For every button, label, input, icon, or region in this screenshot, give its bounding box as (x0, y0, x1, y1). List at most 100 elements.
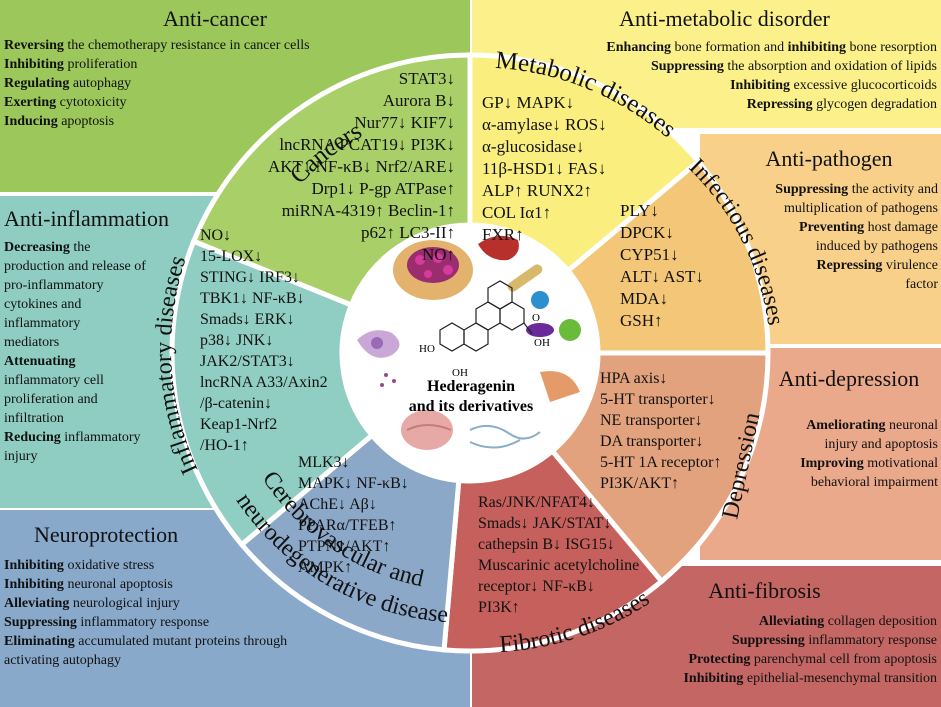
hederagenin-structure-icon (439, 280, 533, 352)
infectious-target: GSH↑ (620, 311, 663, 330)
anti-inflammation-phrase: inflammatory (4, 316, 81, 331)
anti-depression-line: Improving motivational (760, 454, 938, 473)
depression-target: 5-HT transporter↓ (600, 391, 716, 408)
infectious-target: ALT↓ AST↓ (620, 267, 704, 286)
anti-inflammation-keyword: Decreasing (4, 240, 70, 255)
anti-metabolic-keyword: Repressing (746, 97, 813, 112)
neuroprotection-line: Alleviating neurological injury (4, 594, 470, 613)
neuroprotection-keyword: Inhibiting (4, 558, 64, 573)
neuroprotection-phrase: accumulated mutant proteins through (74, 634, 288, 649)
cancers-target: STAT3↓ (398, 69, 455, 88)
cancers-target: NO↑ (421, 245, 455, 264)
anti-inflammation-title: Anti-inflammation (4, 206, 169, 231)
neuroprotection-phrase: neurological injury (69, 596, 180, 611)
anti-metabolic-title: Anti-metabolic disorder (619, 6, 830, 31)
neuroprotection-phrase: activating autophagy (4, 653, 122, 668)
cancers-target: miRNA-4319↑ Beclin-1↑ (281, 201, 455, 220)
anti-cancer-keyword: Reversing (4, 38, 64, 53)
anti-metabolic-phrase: bone resorption (846, 40, 937, 55)
anti-inflammation-line: pro-inflammatory (4, 276, 200, 295)
depression-target: 5-HT 1A receptor↑ (600, 454, 722, 471)
anti-fibrosis-line: Alleviating collagen deposition (472, 612, 937, 631)
inflammatory-target: STING↓ IRF3↓ (200, 269, 301, 286)
anti-cancer-keyword: Inducing (4, 114, 58, 129)
inflammatory-target: JAK2/STAT3↓ (200, 353, 295, 370)
fibrotic-target: Muscarinic acetylcholine (478, 557, 640, 574)
anti-depression-keyword: Improving (800, 456, 864, 471)
anti-fibrosis-keyword: Alleviating (758, 614, 825, 629)
cancers-targets: STAT3↓Aurora B↓Nur77↓ KIF7↓lncRNA PCAT19… (200, 68, 455, 266)
anti-cancer-keyword: Exerting (4, 95, 57, 110)
anti-cancer-line: Inhibiting proliferation (4, 55, 470, 74)
infectious-target: PLY↓ (620, 201, 659, 220)
anti-pathogen-keyword: Repressing (816, 258, 883, 273)
anti-cancer-phrase: apoptosis (57, 114, 115, 129)
anti-inflammation-list: Decreasing the production and release of p… (0, 238, 200, 466)
anti-inflammation-phrase: mediators (4, 335, 60, 350)
fiber-icon (469, 424, 541, 449)
anti-fibrosis-title: Anti-fibrosis (708, 578, 821, 603)
cerebro-target: AMPK↑ (298, 559, 353, 576)
anti-metabolic-keyword: inhibiting (787, 40, 847, 55)
anti-depression-line: behavioral impairment (760, 473, 938, 492)
inflammatory-target: lncRNA A33/Axin2 (200, 374, 328, 391)
neuroprotection-phrase: oxidative stress (63, 558, 155, 573)
neuroprotection-text: Neuroprotection Inhibiting oxidative str… (0, 522, 470, 670)
neuroprotection-keyword: Inhibiting (4, 577, 64, 592)
anti-inflammation-keyword: Attenuating (4, 354, 76, 369)
anti-inflammation-phrase: pro-inflammatory (4, 278, 104, 293)
anti-fibrosis-text: Anti-fibrosis Alleviating collagen depos… (472, 578, 937, 688)
anti-cancer-title: Anti-cancer (163, 6, 267, 31)
pathogen-icon (526, 291, 581, 341)
anti-inflammation-line: cytokines and (4, 295, 200, 314)
metabolic-target: 11β-HSD1↓ FAS↓ (482, 159, 607, 178)
inflammatory-target: NO↓ (200, 227, 232, 244)
center-title-line2: and its derivatives (409, 398, 533, 415)
anti-inflammation-line: Decreasing the (4, 238, 200, 257)
anti-metabolic-keyword: Suppressing (651, 59, 724, 74)
anti-pathogen-phrase: multiplication of pathogens (784, 201, 938, 216)
anti-pathogen-line: Repressing virulence (720, 256, 938, 275)
anti-inflammation-phrase: production and release of (4, 259, 146, 274)
anti-inflammation-line: Attenuating (4, 352, 200, 371)
anti-metabolic-keyword: Inhibiting (730, 78, 791, 93)
anti-metabolic-phrase: excessive glucocorticoids (790, 78, 937, 93)
anti-cancer-keyword: Inhibiting (4, 57, 64, 72)
molecule-label-o: O (532, 312, 540, 324)
anti-inflammation-line: mediators (4, 333, 200, 352)
metabolic-target: ALP↑ RUNX2↑ (482, 181, 593, 200)
neuroprotection-line: activating autophagy (4, 651, 470, 670)
anti-cancer-text: Anti-cancer Reversing the chemotherapy r… (0, 6, 470, 131)
fibrotic-target: Ras/JNK/NFAT4↓ (478, 494, 596, 511)
fibrotic-targets: Ras/JNK/NFAT4↓Smads↓ JAK/STAT↓cathepsin … (478, 492, 693, 618)
anti-cancer-line: Exerting cytotoxicity (4, 93, 470, 112)
fibrotic-target: Smads↓ JAK/STAT↓ (478, 515, 612, 532)
anti-pathogen-line: Preventing host damage (720, 218, 938, 237)
infectious-target: DPCK↓ (620, 223, 674, 242)
depression-target: NE transporter↓ (600, 412, 703, 429)
cancers-target: AKT↓ NF-κB↓ Nrf2/ARE↓ (267, 157, 455, 176)
anti-inflammation-line: proliferation and (4, 390, 200, 409)
inflammatory-target: TBK1↓ NF-κB↓ (200, 290, 305, 307)
neuroprotection-title: Neuroprotection (34, 522, 179, 547)
anti-inflammation-phrase: inflammatory cell (4, 373, 104, 388)
anti-cancer-keyword: Regulating (4, 76, 70, 91)
anti-fibrosis-line: Inhibiting epithelial-mesenchymal transi… (472, 669, 937, 688)
inflammatory-target: /β-catenin↓ (200, 395, 273, 412)
anti-pathogen-phrase: the activity and (848, 182, 938, 197)
neuroprotection-keyword: Alleviating (4, 596, 70, 611)
infectious-targets: PLY↓DPCK↓CYP51↓ALT↓ AST↓MDA↓GSH↑ (620, 200, 740, 332)
brain-icon (401, 410, 453, 450)
anti-fibrosis-keyword: Protecting (688, 652, 751, 667)
anti-inflammation-phrase: the (69, 240, 91, 255)
anti-inflammation-line: inflammatory cell (4, 371, 200, 390)
anti-depression-phrase: motivational (863, 456, 938, 471)
cerebro-target: PTPN1/AKT↑ (298, 538, 391, 555)
anti-inflammation-keyword: Reducing (4, 430, 61, 445)
cancers-target: Nur77↓ KIF7↓ (354, 113, 455, 132)
anti-cancer-phrase: cytotoxicity (56, 95, 127, 110)
anti-inflammation-line: inflammatory (4, 314, 200, 333)
metabolic-target: COL Iα1↑ (482, 203, 552, 222)
anti-inflammation-phrase: infiltration (4, 411, 64, 426)
